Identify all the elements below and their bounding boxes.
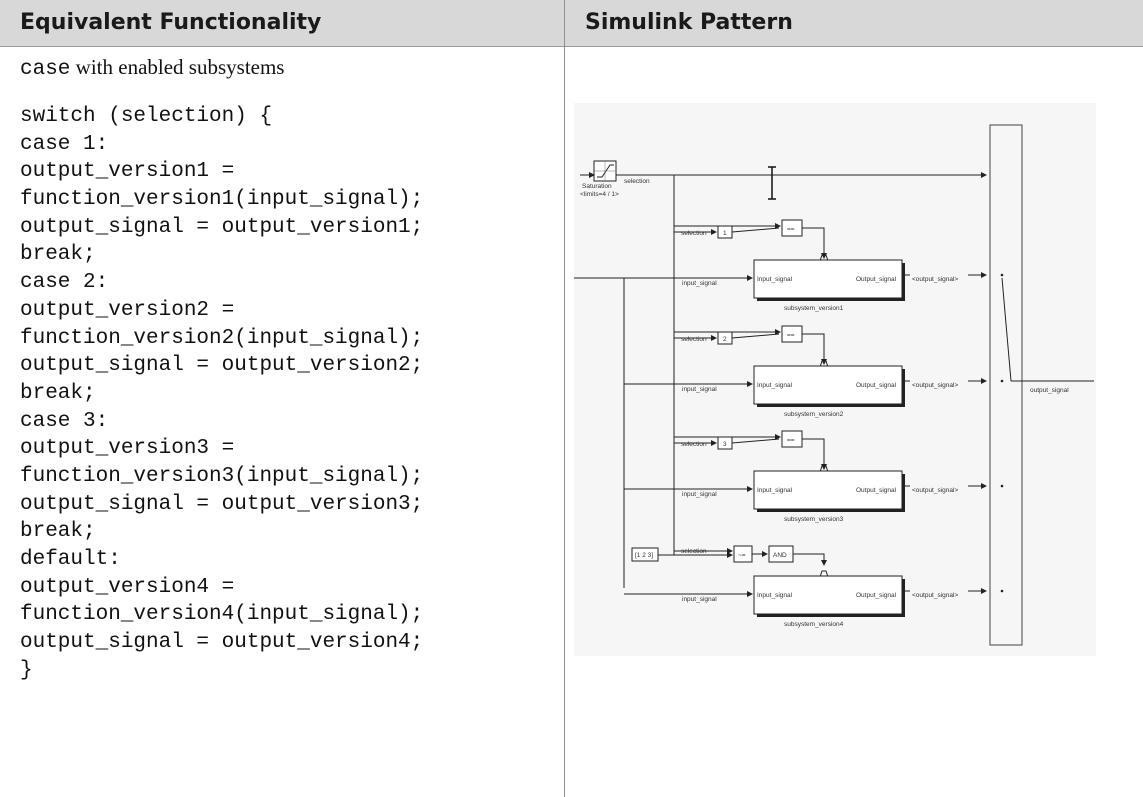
- code-line: }: [20, 658, 33, 682]
- selection-signal-label: selection: [624, 178, 650, 185]
- code-line: break;: [20, 243, 96, 267]
- header-right-label: Simulink Pattern: [585, 10, 793, 35]
- selection-label-3: selection: [681, 441, 707, 448]
- subsystem-group-3: selection 3 == input_signal Input_signal Outp…: [624, 430, 1004, 523]
- goto-output-label: <output_signal>: [912, 276, 958, 283]
- equal-operator: ==: [787, 332, 795, 339]
- simulink-diagram-svg: Saturation <limits=4 / 1> selection outp…: [574, 124, 1094, 646]
- constant-value: 2: [723, 336, 727, 343]
- code-line: output_signal = output_version1;: [20, 215, 424, 239]
- block-input-port: Input_signal: [757, 276, 793, 283]
- block-output-port: Output_signal: [856, 592, 897, 599]
- equal-operator: ==: [787, 437, 795, 444]
- goto-output-label: <output_signal>: [912, 487, 958, 494]
- code-line: output_version4 =: [20, 575, 235, 599]
- subsystem-name: subsystem_version4: [784, 621, 844, 628]
- code-line: output_version1 =: [20, 160, 235, 184]
- code-line: function_version4(input_signal);: [20, 603, 424, 627]
- code-line: output_version2 =: [20, 298, 235, 322]
- block-output-port: Output_signal: [856, 487, 897, 494]
- cell-intro: case with enabled subsystems: [20, 52, 560, 85]
- code-line: case 2:: [20, 271, 109, 295]
- input-signal-label: input_signal: [682, 280, 717, 287]
- code-line: break;: [20, 381, 96, 405]
- header-equivalent-functionality: Equivalent Functionality: [0, 0, 565, 47]
- selection-label-1: selection: [681, 230, 707, 237]
- code-line: output_signal = output_version4;: [20, 631, 424, 655]
- code-line: case 1:: [20, 132, 109, 156]
- constant-value: 1: [723, 230, 727, 237]
- code-line: case 3:: [20, 409, 109, 433]
- input-signal-label: input_signal: [682, 386, 717, 393]
- text-cursor-icon: [768, 166, 776, 200]
- block-input-port: Input_signal: [757, 592, 793, 599]
- subsystem-name: subsystem_version2: [784, 411, 844, 418]
- and-operator: AND: [773, 552, 787, 559]
- saturation-label: Saturation: [582, 183, 612, 190]
- output-signal-label: output_signal: [1030, 387, 1069, 394]
- input-signal-label: input_signal: [682, 491, 717, 498]
- block-input-port: Input_signal: [757, 487, 793, 494]
- subsystem-block-3: [753, 470, 903, 510]
- code-line: switch (selection) {: [20, 105, 273, 128]
- subsystem-block-2: [753, 365, 903, 405]
- block-output-port: Output_signal: [856, 382, 897, 389]
- goto-output-label: <output_signal>: [912, 592, 958, 599]
- column-divider: [564, 46, 565, 797]
- code-line: function_version3(input_signal);: [20, 464, 424, 488]
- goto-output-label: <output_signal>: [912, 382, 958, 389]
- not-equal-operator: ~=: [738, 552, 746, 559]
- code-block: switch (selection) { case 1: output_versio…: [20, 103, 560, 684]
- saturation-limits: <limits=4 / 1>: [580, 191, 619, 198]
- selection-label-2: selection: [681, 336, 707, 343]
- equal-operator: ==: [787, 226, 795, 233]
- code-line: function_version2(input_signal);: [20, 326, 424, 350]
- code-line: output_signal = output_version2;: [20, 354, 424, 378]
- constant-value: 3: [723, 441, 727, 448]
- code-line: function_version1(input_signal);: [20, 188, 424, 212]
- subsystem-name: subsystem_version3: [784, 516, 844, 523]
- header-left-label: Equivalent Functionality: [20, 10, 322, 35]
- input-signal-label: input_signal: [682, 596, 717, 603]
- simulink-diagram: Saturation <limits=4 / 1> selection outp…: [574, 103, 1096, 656]
- intro-keyword: case: [20, 58, 71, 81]
- subsystem-group-1: selection 1 == input_signal Input_signal Outp…: [624, 219, 1004, 312]
- vector-constant-text: [1 2 3]: [635, 552, 653, 559]
- code-line: break;: [20, 520, 96, 544]
- equivalent-functionality-cell: case with enabled subsystems switch (sel…: [20, 52, 560, 684]
- code-line: default:: [20, 548, 121, 571]
- block-input-port: Input_signal: [757, 382, 793, 389]
- subsystem-group-4: input_signal Input_signal Output_signalsub…: [624, 570, 1004, 628]
- subsystem-block-4: [753, 575, 903, 615]
- subsystem-name: subsystem_version1: [784, 305, 844, 312]
- header-simulink-pattern: Simulink Pattern: [565, 0, 1143, 47]
- code-line: output_signal = output_version3;: [20, 492, 424, 516]
- code-line: output_version3 =: [20, 437, 235, 461]
- merge-block: [989, 124, 1023, 646]
- subsystem-group-2: selection 2 == input_signal Input_signal Outp…: [624, 325, 1004, 418]
- block-output-port: Output_signal: [856, 276, 897, 283]
- subsystem-block-1: [753, 259, 903, 299]
- intro-text: with enabled subsystems: [70, 55, 285, 79]
